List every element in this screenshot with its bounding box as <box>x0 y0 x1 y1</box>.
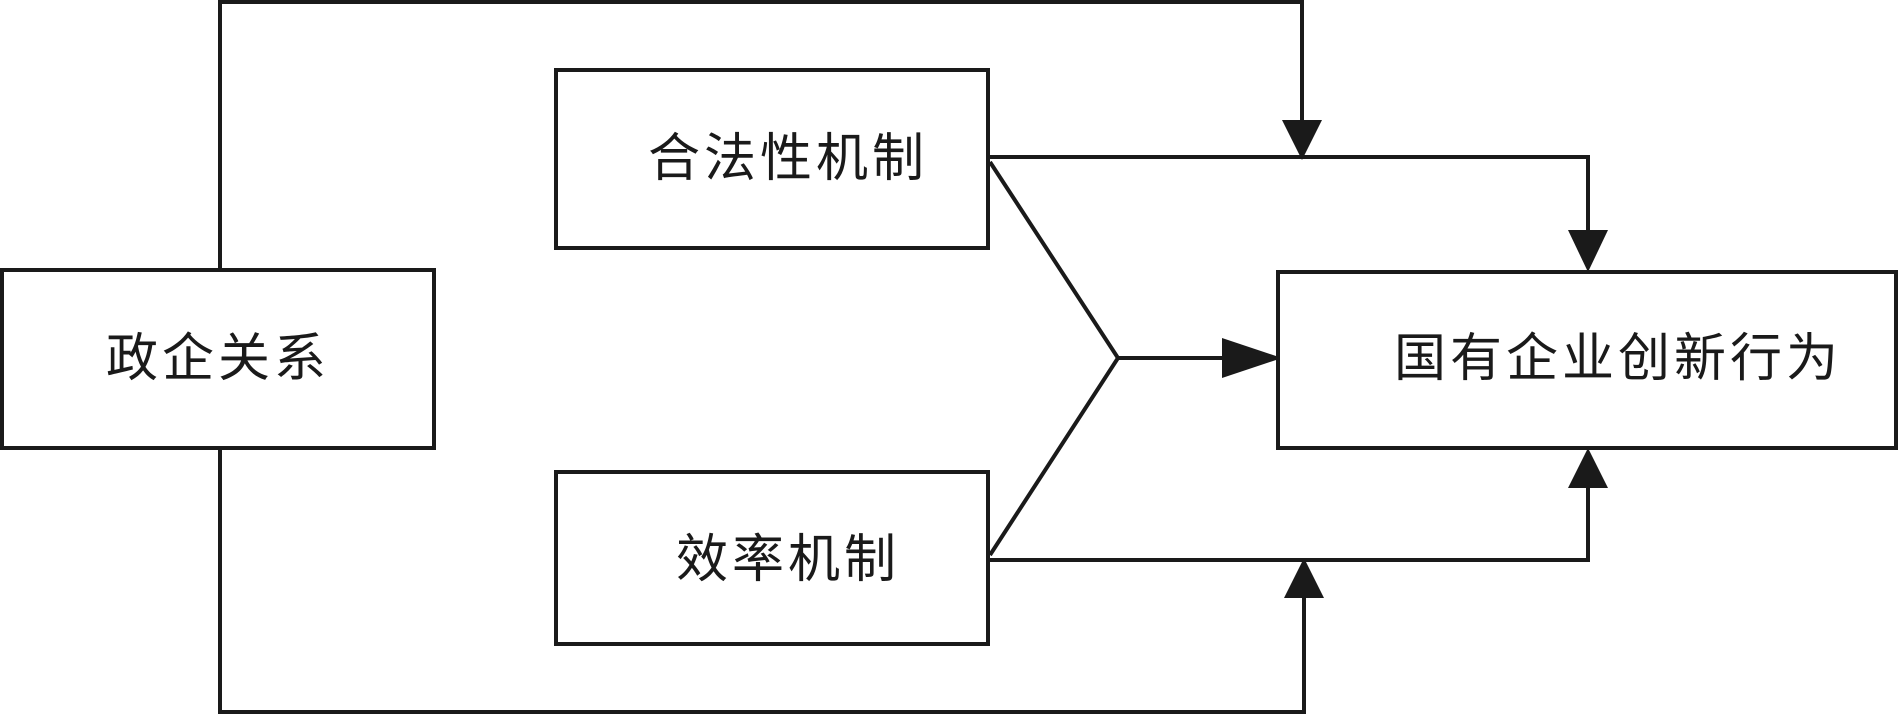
top-loop-connector <box>218 0 1304 268</box>
node-gov-enterprise-box <box>0 268 436 450</box>
node-gov-enterprise-label: 政企关系 <box>106 329 330 389</box>
efficiency-connector <box>990 470 1590 562</box>
top-loop-arrowhead <box>1282 120 1322 160</box>
node-efficiency-label: 效率机制 <box>676 530 900 590</box>
combined-mechanism-connector <box>988 160 1245 557</box>
node-efficiency-box <box>554 470 990 646</box>
legitimacy-connector <box>990 155 1590 250</box>
bottom-loop-connector <box>218 450 1306 714</box>
node-legitimacy-label: 合法性机制 <box>648 129 928 189</box>
combined-mechanism-arrowhead <box>1222 338 1282 378</box>
node-legitimacy-box <box>554 68 990 250</box>
legitimacy-arrowhead <box>1568 230 1608 272</box>
node-soe-innovation-label: 国有企业创新行为 <box>1394 329 1842 389</box>
efficiency-arrowhead <box>1568 448 1608 488</box>
bottom-loop-arrowhead <box>1284 558 1324 598</box>
node-soe-innovation-box <box>1276 270 1898 450</box>
